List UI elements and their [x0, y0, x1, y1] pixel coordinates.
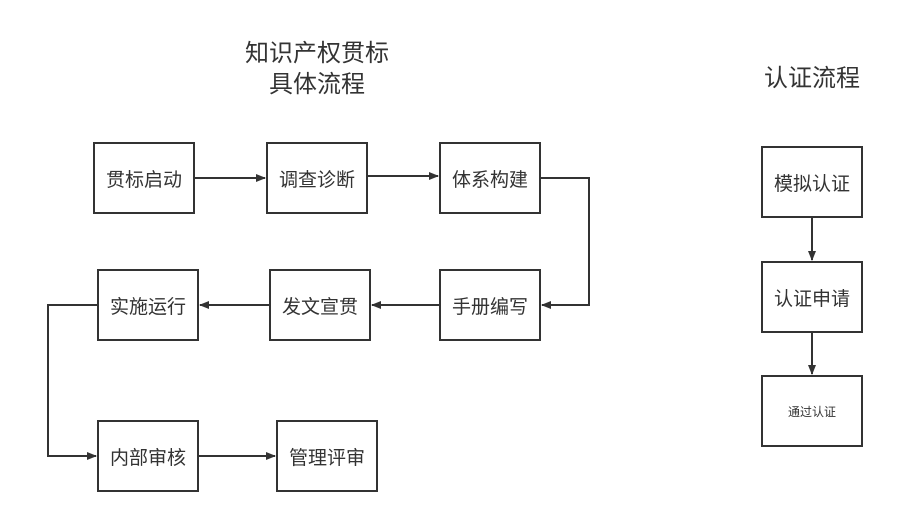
node-management-review: 管理评审 — [276, 420, 378, 492]
edge-n6-n7 — [47, 304, 98, 460]
node-system-build: 体系构建 — [439, 142, 541, 214]
left-flow-title: 知识产权贯标 具体流程 — [217, 38, 417, 100]
node-survey-diagnosis: 调查诊断 — [266, 142, 368, 214]
right-flow-title: 认证流程 — [740, 63, 884, 94]
left-flow-title-line2: 具体流程 — [269, 70, 365, 98]
node-guanbiao-start: 贯标启动 — [93, 142, 195, 214]
node-certification-passed: 通过认证 — [761, 375, 863, 447]
node-manual-writing: 手册编写 — [439, 269, 541, 341]
right-flow-title-text: 认证流程 — [764, 64, 860, 92]
node-certification-application: 认证申请 — [761, 261, 863, 333]
node-publicity: 发文宣贯 — [269, 269, 371, 341]
node-implementation: 实施运行 — [97, 269, 199, 341]
node-internal-audit: 内部审核 — [97, 420, 199, 492]
node-mock-certification: 模拟认证 — [761, 146, 863, 218]
left-flow-title-line1: 知识产权贯标 — [245, 39, 389, 67]
edge-n3-n4 — [540, 177, 590, 309]
